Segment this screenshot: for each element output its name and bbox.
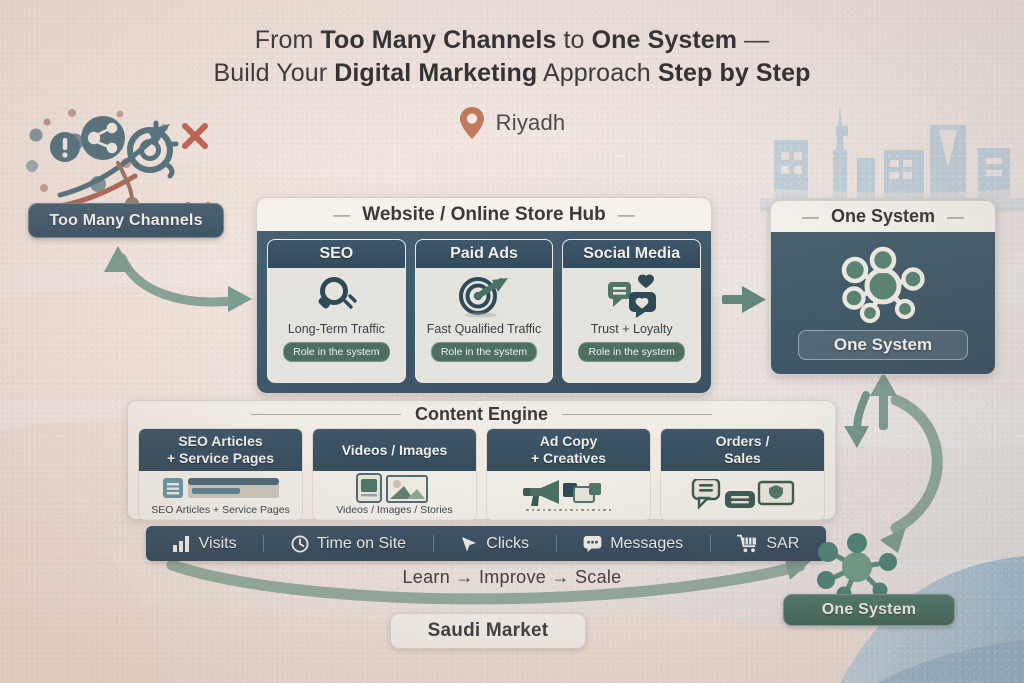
hub-dash-left: — — [333, 204, 351, 224]
megaphone-icon — [521, 478, 617, 508]
one-system-header: — One System — — [771, 201, 995, 232]
channel-card-seo[interactable]: SEO Long-Term Traffic Role in the system — [267, 239, 406, 383]
chat-order-icon — [689, 479, 797, 509]
page-title: From Too Many Channels to One System — B… — [0, 24, 1024, 90]
shopping-cart-icon — [737, 534, 757, 553]
content-engine-header: Content Engine — [128, 401, 835, 428]
metrics-bar: Visits Time on Site Clicks — [146, 526, 826, 561]
map-pin-icon — [459, 107, 484, 139]
website-hub-panel: — Website / Online Store Hub — SEO — [256, 197, 712, 394]
target-arrow-icon — [454, 273, 514, 319]
content-engine-title: Content Engine — [415, 404, 548, 424]
too-many-channels-badge[interactable]: Too Many Channels — [28, 203, 224, 238]
bottom-one-system-badge[interactable]: One System — [783, 594, 955, 626]
channel-card-social-media[interactable]: Social Media — [562, 239, 702, 383]
cursor-click-icon — [462, 536, 477, 551]
content-engine-panel: Content Engine SEO Articles + Service Pa… — [127, 400, 836, 521]
title-part-from: From — [254, 26, 321, 54]
engine-card-dots-ad-copy — [526, 508, 611, 512]
location-row: Riyadh — [0, 106, 1024, 140]
metric-separator — [263, 535, 265, 552]
channel-title-seo: SEO — [268, 240, 405, 268]
channel-title-social-media: Social Media — [563, 240, 701, 268]
title-part-build-your: Build Your — [213, 59, 335, 87]
role-chip-seo[interactable]: Role in the system — [283, 342, 390, 362]
hub-title: Website / Online Store Hub — [362, 203, 606, 225]
metric-sar[interactable]: SAR — [737, 534, 799, 553]
engine-card-caption-videos-images: Videos / Images / Stories — [336, 504, 453, 516]
title-part-approach: Approach — [537, 59, 658, 87]
title-part-too-many-channels: Too Many Channels — [320, 26, 557, 54]
metric-label-sar: SAR — [766, 534, 800, 552]
metric-separator — [709, 535, 711, 552]
article-layout-icon — [161, 473, 281, 503]
metric-separator — [555, 535, 557, 552]
metric-label-clicks: Clicks — [486, 534, 529, 552]
engine-card-ad-copy[interactable]: Ad Copy + Creatives — [486, 428, 651, 521]
metric-visits[interactable]: Visits — [172, 534, 237, 553]
bottom-network-hub-icon — [817, 533, 897, 602]
location-label: Riyadh — [495, 110, 566, 135]
metric-label-time-on-site: Time on Site — [316, 534, 407, 552]
channel-caption-social-media: Trust + Loyalty — [590, 322, 673, 336]
title-part-step-by-step: Step by Step — [657, 59, 811, 87]
bar-chart-icon — [172, 535, 189, 552]
title-part-digital-marketing: Digital Marketing — [334, 59, 538, 87]
rule-left — [251, 414, 401, 415]
hub-header: — Website / Online Store Hub — — [257, 198, 711, 231]
title-line-2: Build Your Digital Marketing Approach St… — [0, 57, 1024, 90]
metric-messages[interactable]: Messages — [583, 535, 683, 553]
engine-card-caption-seo-articles: SEO Articles + Service Pages — [151, 504, 290, 516]
loop-label: Learn → Improve → Scale — [402, 567, 622, 587]
engine-card-orders-sales[interactable]: Orders / Sales — [660, 428, 825, 521]
metric-separator — [432, 535, 434, 552]
one-system-dash-right: — — [947, 206, 965, 226]
metric-time-on-site[interactable]: Time on Site — [291, 535, 406, 553]
engine-card-seo-articles[interactable]: SEO Articles + Service Pages — [138, 428, 303, 521]
network-hub-icon — [841, 246, 925, 324]
hub-channels-row: SEO Long-Term Traffic Role in the system — [257, 231, 711, 393]
metric-label-visits: Visits — [198, 534, 237, 552]
metric-label-messages: Messages — [610, 534, 684, 552]
one-system-chip[interactable]: One System — [798, 330, 968, 360]
title-part-one-system: One System — [591, 26, 738, 54]
saudi-market-badge[interactable]: Saudi Market — [390, 613, 586, 649]
clock-icon — [291, 535, 309, 552]
magnifier-icon — [308, 273, 364, 319]
engine-card-title-videos-images: Videos / Images — [313, 429, 476, 471]
role-chip-social-media[interactable]: Role in the system — [578, 342, 685, 362]
media-photo-icon — [349, 473, 441, 503]
chat-heart-icon — [602, 273, 662, 319]
one-system-title: One System — [830, 206, 936, 226]
engine-card-videos-images[interactable]: Videos / Images Videos / Ima — [312, 428, 477, 521]
role-chip-paid-ads[interactable]: Role in the system — [430, 342, 538, 362]
channel-caption-paid-ads: Fast Qualified Traffic — [426, 322, 542, 336]
title-part-to: to — [556, 26, 592, 54]
title-part-dash: — — [737, 26, 770, 54]
message-icon — [583, 536, 602, 552]
channel-caption-seo: Long-Term Traffic — [287, 322, 385, 336]
engine-card-title-orders-sales: Orders / Sales — [661, 429, 824, 471]
one-system-panel: — One System — One System — [770, 200, 996, 375]
engine-card-title-seo-articles: SEO Articles + Service Pages — [139, 429, 302, 471]
channel-title-paid-ads: Paid Ads — [415, 240, 553, 268]
one-system-dash-left: — — [801, 206, 819, 226]
hub-dash-right: — — [617, 204, 635, 224]
engine-card-title-ad-copy: Ad Copy + Creatives — [487, 429, 650, 471]
title-line-1: From Too Many Channels to One System — — [0, 24, 1024, 57]
metric-clicks[interactable]: Clicks — [460, 535, 529, 553]
channel-card-paid-ads[interactable]: Paid Ads Fast Qualified Traffic R — [414, 239, 554, 383]
rule-right — [562, 414, 712, 415]
